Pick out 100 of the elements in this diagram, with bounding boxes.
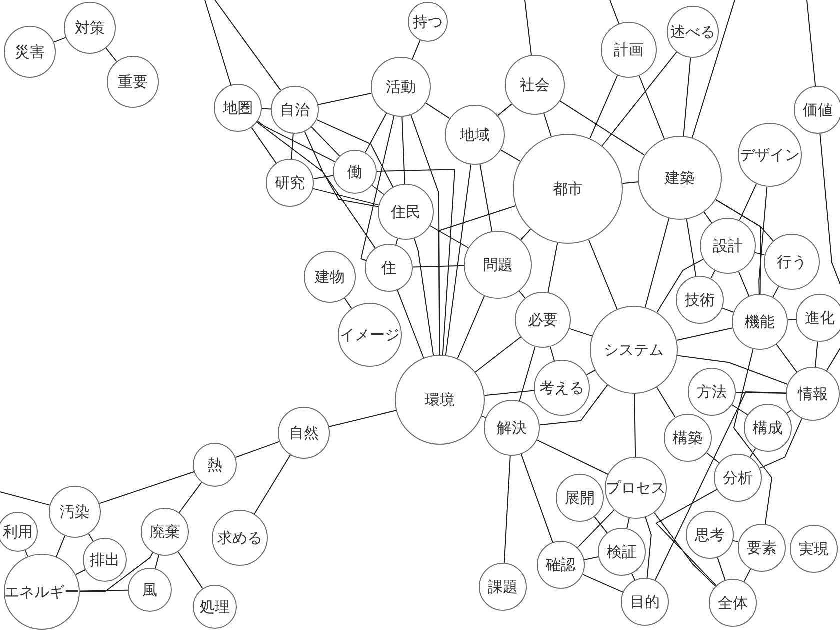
- connector-line: [372, 185, 384, 196]
- connector-line: [24, 550, 28, 558]
- connector-line: [656, 258, 704, 314]
- word-label: イメージ: [340, 328, 400, 342]
- word-label: 問題: [483, 258, 513, 272]
- word-circle: [686, 511, 734, 559]
- connector-line: [676, 328, 734, 341]
- connector-line: [645, 517, 652, 579]
- word-circle: [764, 234, 820, 290]
- word-label: 価値: [803, 102, 833, 118]
- word-label: 方法: [697, 384, 727, 400]
- word-circle: [537, 541, 585, 589]
- word-label: 研究: [275, 176, 305, 190]
- connector-line: [739, 184, 758, 222]
- word-circle: [484, 400, 540, 456]
- word-circle: [664, 414, 712, 462]
- connector-line: [412, 40, 421, 60]
- word-circle: [64, 2, 116, 54]
- connector-line: [760, 418, 803, 469]
- connector-line: [262, 108, 272, 110]
- connector-line: [54, 37, 66, 43]
- word-label: 建物: [315, 270, 345, 284]
- connector-line: [412, 265, 464, 268]
- connector-line: [256, 122, 379, 208]
- connector-line: [736, 392, 786, 394]
- connector-line: [344, 298, 352, 310]
- connector-line: [304, 131, 376, 249]
- connector-line: [178, 552, 204, 590]
- word-label: 災害: [15, 44, 45, 60]
- connector-line: [706, 452, 720, 464]
- word-label: 全体: [718, 596, 748, 610]
- connector-line: [692, 0, 736, 138]
- connector-line: [88, 534, 94, 542]
- connector-line: [484, 390, 535, 396]
- connector-line: [722, 308, 734, 313]
- connector-line: [569, 328, 593, 337]
- word-circle: [4, 554, 80, 630]
- word-label: 思考: [695, 528, 725, 542]
- word-circle: [667, 6, 719, 58]
- connector-line: [56, 536, 66, 558]
- connector-line: [99, 472, 195, 504]
- connector-line: [733, 348, 773, 525]
- word-label: 考える: [540, 380, 584, 396]
- word-circle: [598, 528, 646, 576]
- word-label: 活動: [386, 80, 416, 94]
- word-circle: [4, 26, 56, 78]
- connector-line: [582, 574, 624, 593]
- connector-line: [586, 370, 596, 376]
- word-label: 要素: [747, 540, 777, 556]
- word-label: 利用: [3, 524, 33, 540]
- connector-line: [414, 238, 434, 356]
- connector-line: [328, 410, 397, 428]
- connector-line: [254, 454, 291, 515]
- connector-line: [376, 169, 456, 356]
- word-circle: [709, 579, 757, 627]
- connector-line: [500, 150, 521, 162]
- connector-line: [0, 492, 50, 506]
- word-label: 確認: [546, 558, 576, 572]
- word-label: 計画: [614, 42, 644, 58]
- word-circle: [796, 294, 840, 342]
- word-label: 設計: [713, 238, 743, 254]
- connector-line: [634, 394, 636, 458]
- word-label: 重要: [118, 74, 148, 90]
- connector-line: [360, 116, 395, 262]
- connector-line: [732, 404, 748, 416]
- word-circle: [266, 159, 314, 207]
- word-circle: [676, 276, 724, 324]
- word-circle: [744, 404, 792, 452]
- connector-line: [536, 440, 609, 475]
- connector-line: [577, 510, 615, 548]
- word-circle: [193, 443, 237, 487]
- word-label: 地域: [460, 128, 490, 142]
- word-circle: [786, 367, 840, 421]
- word-label: 廃棄: [150, 524, 180, 540]
- connector-line: [426, 102, 450, 120]
- word-circle: [590, 306, 678, 394]
- connector-line: [644, 218, 670, 308]
- connector-line: [235, 441, 280, 458]
- connector-line: [610, 0, 620, 24]
- connector-line: [594, 516, 608, 534]
- word-label: 情報: [798, 386, 828, 402]
- connector-line: [396, 238, 398, 246]
- word-circle: [365, 244, 413, 292]
- connector-line: [654, 392, 786, 581]
- connector-line: [656, 489, 718, 586]
- word-circle: [49, 486, 101, 538]
- connector-line: [622, 182, 639, 184]
- connector-line: [504, 456, 511, 564]
- connector-line: [251, 127, 277, 164]
- connector-line: [316, 119, 394, 188]
- word-circle: [479, 563, 527, 611]
- connector-line: [438, 206, 516, 356]
- word-label: 住: [382, 260, 396, 276]
- word-label: 地圏: [223, 100, 253, 116]
- word-circle: [464, 231, 532, 299]
- word-label: 風: [142, 582, 158, 598]
- word-label: 社会: [520, 78, 550, 92]
- word-label: 進化: [805, 310, 835, 326]
- connector-line: [402, 116, 406, 184]
- connector-line: [638, 76, 665, 140]
